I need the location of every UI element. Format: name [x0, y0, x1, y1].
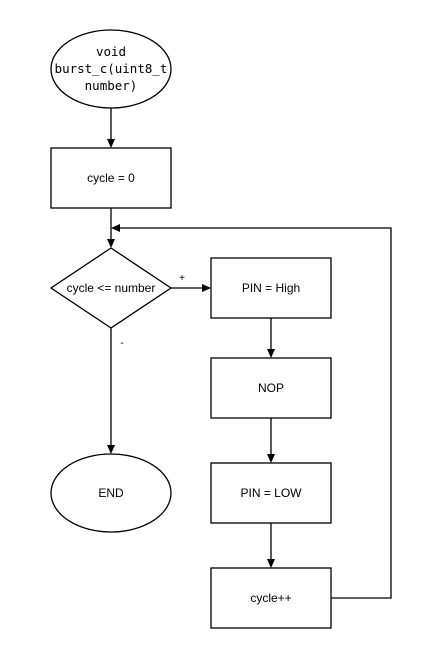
- edge-pinlow-to-increment: [267, 523, 275, 568]
- edge-decision-no: -: [107, 328, 124, 454]
- start-node-line-2: burst_c(uint8_t: [55, 61, 168, 76]
- increment-node-label: cycle++: [250, 591, 291, 605]
- increment-node[interactable]: cycle++: [210, 567, 332, 629]
- start-node-line-3: number): [85, 78, 138, 93]
- edge-decision-yes: +: [171, 273, 211, 292]
- decision-node[interactable]: cycle <= number: [49, 247, 173, 329]
- pin-high-node[interactable]: PIN = High: [210, 257, 332, 319]
- init-node-label: cycle = 0: [87, 171, 135, 185]
- edge-no-label: -: [120, 338, 123, 349]
- edge-yes-label: +: [179, 273, 185, 284]
- edge-pinhigh-to-nop: [267, 318, 275, 358]
- init-node[interactable]: cycle = 0: [50, 147, 172, 209]
- edge-init-to-decision: [107, 208, 115, 248]
- decision-node-label: cycle <= number: [67, 281, 156, 295]
- nop-node-label: NOP: [258, 381, 284, 395]
- pin-low-node[interactable]: PIN = LOW: [210, 462, 332, 524]
- pin-high-node-label: PIN = High: [242, 281, 300, 295]
- edge-loop-back: [111, 224, 392, 599]
- edge-nop-to-pinlow: [267, 418, 275, 463]
- pin-low-node-label: PIN = LOW: [240, 486, 302, 500]
- start-node[interactable]: void burst_c(uint8_t number): [50, 29, 172, 109]
- nop-node[interactable]: NOP: [210, 357, 332, 419]
- end-node[interactable]: END: [50, 453, 172, 533]
- end-node-label: END: [98, 486, 124, 500]
- start-node-line-1: void: [96, 44, 126, 59]
- edge-start-to-init: [107, 108, 115, 148]
